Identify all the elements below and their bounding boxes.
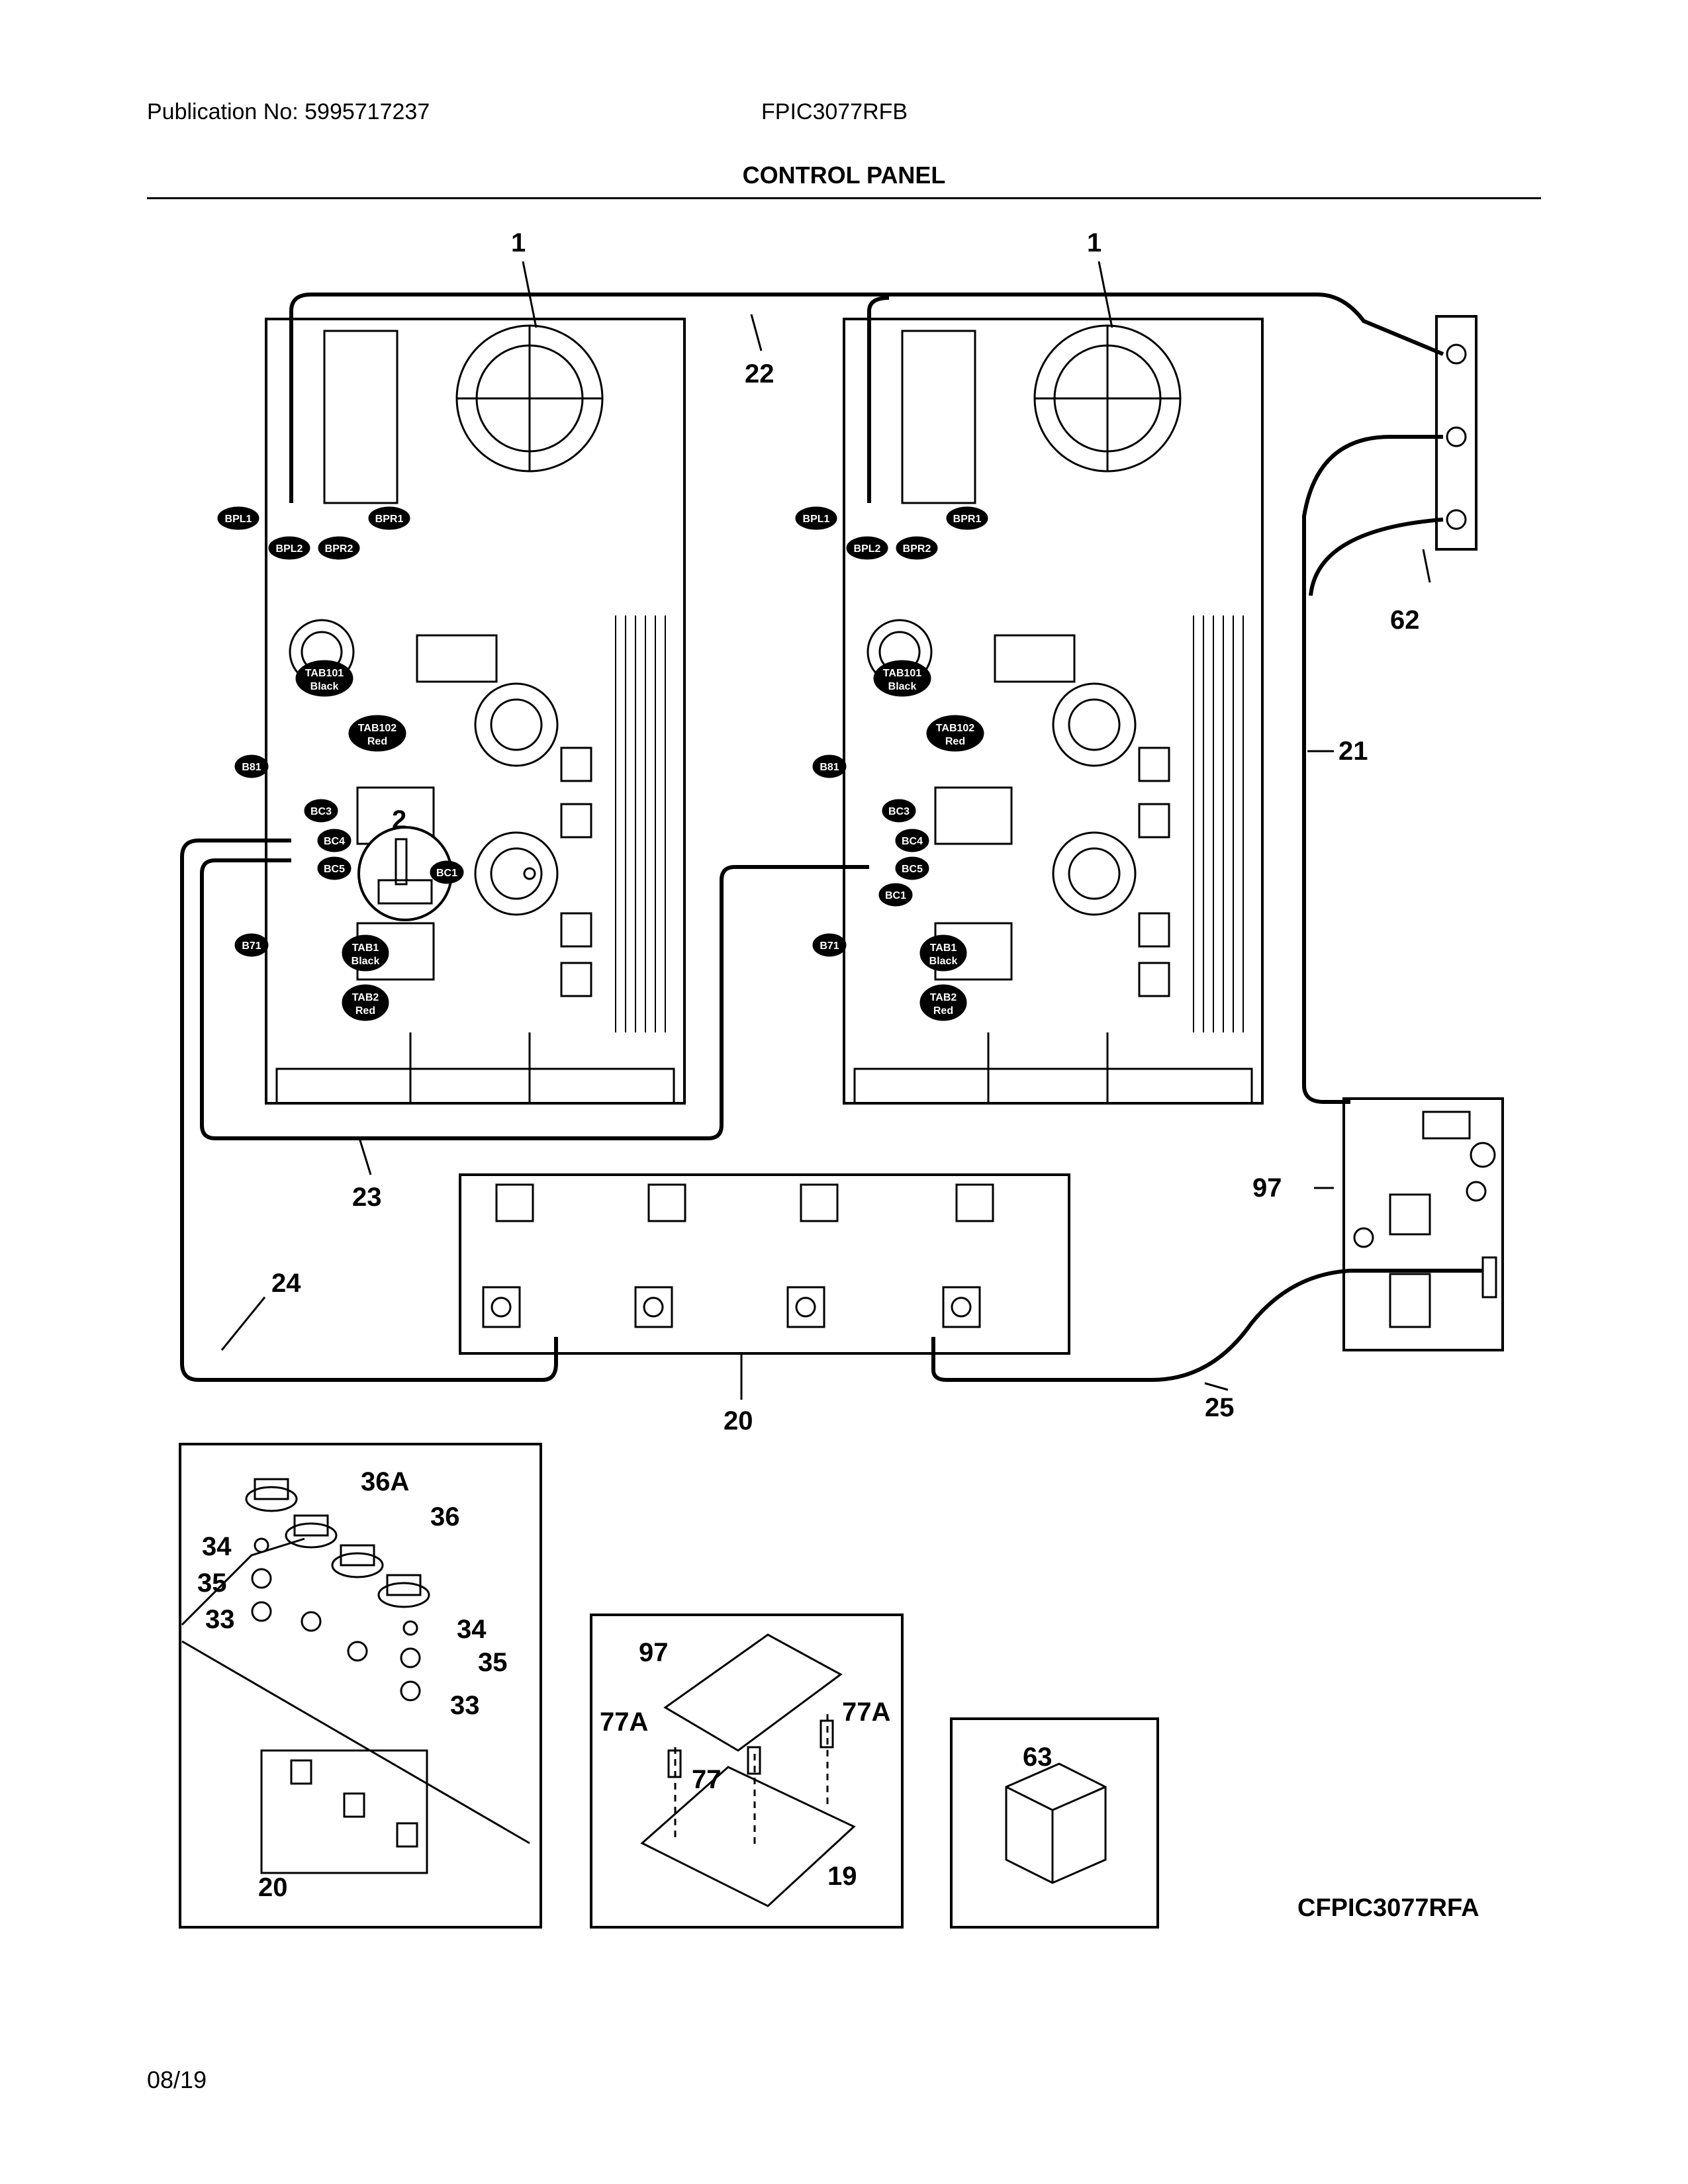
callout-36: 36 xyxy=(430,1502,460,1531)
harness-21[interactable] xyxy=(1302,435,1444,1104)
tag-tab102-color-r: Red xyxy=(945,736,965,747)
filter-bank-62[interactable] xyxy=(1435,315,1477,551)
callout-34-b: 34 xyxy=(457,1615,487,1644)
callout-interface-board-97: 97 xyxy=(1252,1173,1282,1203)
tag-bpr2: BPR2 xyxy=(325,543,353,555)
interface-board-mounting-inset[interactable] xyxy=(590,1614,904,1929)
callout-35-b: 35 xyxy=(478,1648,508,1677)
tag-bc3-r: BC3 xyxy=(888,806,910,817)
tag-bc4: BC4 xyxy=(324,836,345,847)
tag-bpl1-r: BPL1 xyxy=(803,514,830,525)
tag-bc5-r: BC5 xyxy=(902,864,923,875)
callout-34-a: 34 xyxy=(202,1532,232,1561)
tag-b81: B81 xyxy=(242,762,261,773)
harness-24[interactable] xyxy=(180,839,558,1382)
tag-bpr1-r: BPR1 xyxy=(953,514,982,525)
header-rule xyxy=(147,197,1541,199)
tag-bpr1: BPR1 xyxy=(375,514,404,525)
tag-bpl2: BPL2 xyxy=(276,543,303,555)
callout-77a-right: 77A xyxy=(842,1698,890,1727)
tag-tab102-color: Red xyxy=(367,736,387,747)
callout-35-a: 35 xyxy=(197,1569,227,1598)
connector-tags-right: BPL1 BPL2 BPR1 BPR2 TAB101 Black TAB102 … xyxy=(795,506,988,1021)
section-title: CONTROL PANEL xyxy=(742,161,946,189)
tag-tab2-color-r: Red xyxy=(933,1005,953,1017)
callout-filter-bank-62: 62 xyxy=(1390,606,1420,635)
tag-tab1-color-r: Black xyxy=(929,956,958,967)
model-number: FPIC3077RFB xyxy=(761,99,908,124)
callout-inset-c2: 2 xyxy=(392,805,406,835)
tag-b71: B71 xyxy=(242,940,261,952)
publication-date: 08/19 xyxy=(147,2066,207,2093)
callout-77: 77 xyxy=(692,1765,722,1794)
tag-tab1: TAB1 xyxy=(352,942,379,954)
induction-board-right[interactable] xyxy=(843,318,1264,1105)
callout-harness-24: 24 xyxy=(271,1269,301,1298)
callout-33-b: 33 xyxy=(450,1691,480,1720)
callout-inset-20: 20 xyxy=(258,1873,288,1902)
harness-22[interactable] xyxy=(289,293,1444,503)
callout-77a-left: 77A xyxy=(600,1707,648,1737)
callout-inset-97: 97 xyxy=(639,1638,669,1667)
tag-bc1: BC1 xyxy=(436,868,457,879)
tag-bpl1: BPL1 xyxy=(225,514,252,525)
tag-bpl2-r: BPL2 xyxy=(854,543,881,555)
tag-bc3: BC3 xyxy=(310,806,332,817)
callout-36a: 36A xyxy=(361,1467,409,1496)
tag-tab2-r: TAB2 xyxy=(930,992,957,1003)
tag-bpr2-r: BPR2 xyxy=(903,543,931,555)
publication-number: Publication No: 5995717237 xyxy=(147,99,430,124)
tag-tab101: TAB101 xyxy=(305,668,344,679)
tag-bc5: BC5 xyxy=(324,864,345,875)
tag-tab101-color-r: Black xyxy=(888,681,917,692)
harness-25[interactable] xyxy=(931,1269,1483,1382)
tag-tab2: TAB2 xyxy=(352,992,379,1003)
callout-harness-21: 21 xyxy=(1338,737,1368,766)
callout-harness-22: 22 xyxy=(745,359,774,388)
tag-tab101-r: TAB101 xyxy=(883,668,921,679)
tag-tab1-r: TAB1 xyxy=(930,942,957,954)
interface-board-97[interactable] xyxy=(1342,1097,1504,1351)
tag-tab102: TAB102 xyxy=(358,723,397,734)
callout-harness-25: 25 xyxy=(1205,1393,1235,1422)
tag-bc4-r: BC4 xyxy=(902,836,923,847)
tag-b71-r: B71 xyxy=(820,940,839,952)
harness-23[interactable] xyxy=(200,858,869,1140)
callout-33-a: 33 xyxy=(205,1605,235,1634)
tag-tab2-color: Red xyxy=(355,1005,375,1017)
callout-board-right: 1 xyxy=(1087,228,1102,257)
callout-control-board-20: 20 xyxy=(724,1406,753,1435)
connector-tags-left: BPL1 BPL2 BPR1 BPR2 TAB101 Black TAB102 … xyxy=(217,506,464,1021)
tag-tab1-color: Black xyxy=(352,956,380,967)
induction-board-left[interactable] xyxy=(265,318,686,1105)
ferrite-core-inset[interactable] xyxy=(950,1717,1159,1929)
callout-harness-23: 23 xyxy=(352,1183,382,1212)
control-board-20[interactable] xyxy=(459,1173,1070,1355)
knob-assembly-inset[interactable] xyxy=(179,1443,542,1929)
callout-63: 63 xyxy=(1023,1743,1053,1772)
tag-b81-r: B81 xyxy=(820,762,839,773)
diagram-code: CFPIC3077RFA xyxy=(1297,1894,1479,1922)
tag-bc1-r: BC1 xyxy=(885,890,906,901)
tag-tab102-r: TAB102 xyxy=(936,723,974,734)
callout-19: 19 xyxy=(827,1862,857,1891)
tag-tab101-color: Black xyxy=(310,681,339,692)
callout-board-left: 1 xyxy=(511,228,526,257)
